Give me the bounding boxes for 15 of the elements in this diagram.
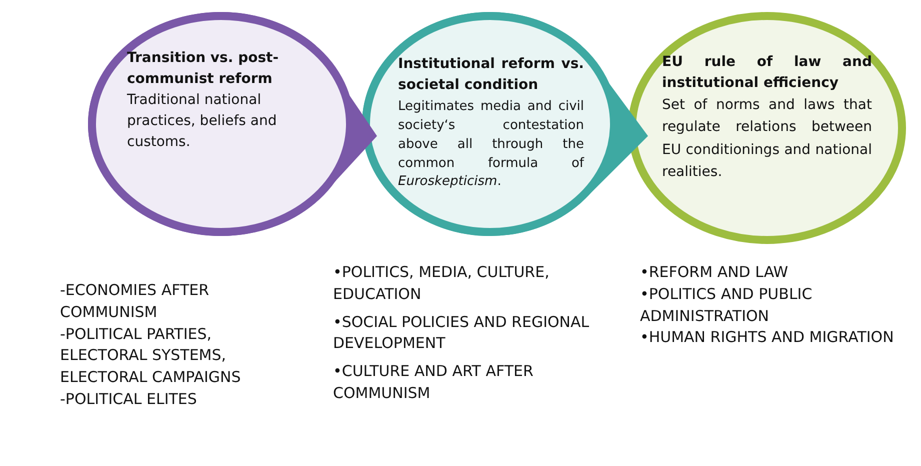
topic-list-item: •POLITICS, MEDIA, CULTURE, EDUCATION [333, 262, 550, 305]
topic-list-item: -POLITICAL PARTIES, ELECTORAL SYSTEMS, ELECTORAL CAMPAIGNS [60, 324, 242, 388]
node-heading: Transition vs. post-communist reform [127, 49, 280, 89]
topic-list-item: -ECONOMIES AFTER COMMUNISM [60, 280, 210, 323]
node-description: Traditional national practices, beliefs and customs. [127, 91, 278, 152]
topic-list-item: •REFORM AND LAW [640, 262, 790, 283]
topic-list-item: •SOCIAL POLICIES AND REGIONAL DEVELOPMENT [333, 312, 590, 354]
node-heading: Institutional reform vs. societal condition [398, 55, 584, 95]
node-heading: EU rule of law and institutional efficiency [662, 53, 872, 93]
topic-list-item: •HUMAN RIGHTS AND MIGRATION [640, 327, 895, 348]
topic-list-item: •POLITICS AND PUBLIC ADMINISTRATION [640, 284, 814, 326]
node-description: Legitimates media and civil society‘s contestation above all through the common formula of Euroskepticism. [398, 98, 584, 192]
topic-list-item: -POLITICAL ELITES [60, 388, 198, 410]
topic-list-item: •CULTURE AND ART AFTER COMMUNISM [333, 361, 534, 404]
node-description: Set of norms and laws that regulate relations between EU conditionings and national realities. [662, 96, 872, 182]
